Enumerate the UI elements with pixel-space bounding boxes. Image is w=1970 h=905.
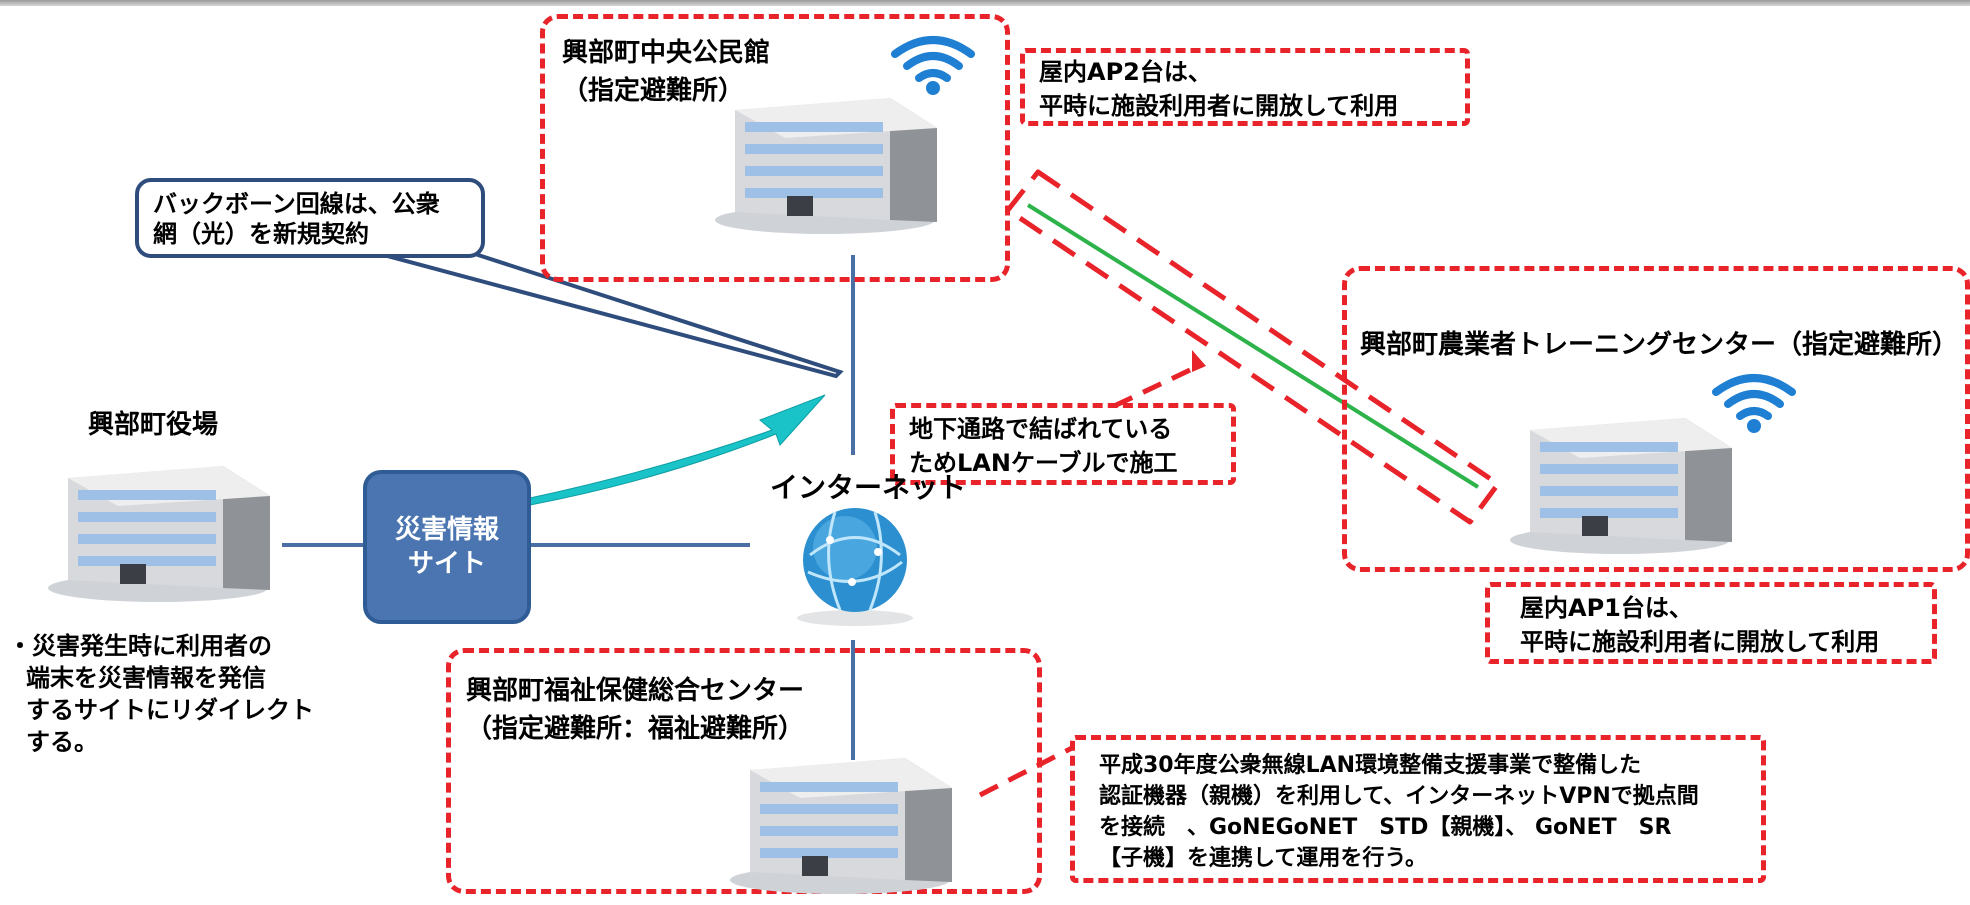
training-center-ap-note: 屋内AP1台は、 平時に施設利用者に開放して利用 [1485, 582, 1937, 664]
welfare-center-title: 興部町福祉保健総合センター （指定避難所：福祉避難所） [466, 672, 804, 748]
central-hall-designation: （指定避難所） [562, 76, 745, 106]
building-icon [730, 758, 952, 894]
training-center-name: 興部町農業者トレーニングセンター（指定避難所） [1360, 330, 1959, 360]
disaster-site-line2: サイト [407, 549, 486, 579]
lan-note-line2: ためLANケーブルで施工 [909, 449, 1178, 477]
central-hall-ap-line2: 平時に施設利用者に開放して利用 [1039, 92, 1399, 120]
training-center-ap-line1: 屋内AP1台は、 [1520, 594, 1693, 622]
top-bar [0, 0, 1970, 6]
description-line4: する。 [26, 728, 98, 756]
description-line3: するサイトにリダイレクト [26, 696, 314, 724]
lan-note-pointer [1108, 367, 1192, 411]
vpn-note-line3: を接続 、GoNEGoNET STD【親機】、 GoNET SR [1099, 815, 1672, 840]
backbone-line1: バックボーン回線は、公衆 [153, 190, 440, 218]
central-hall-title: 興部町中央公民館 （指定避難所） [562, 34, 770, 110]
building-icon [48, 466, 270, 602]
welfare-center-designation: （指定避難所：福祉避難所） [466, 714, 805, 744]
training-center-box [1342, 266, 1970, 572]
training-center-ap-line2: 平時に施設利用者に開放して利用 [1520, 628, 1880, 656]
vpn-note: 平成30年度公衆無線LAN環境整備支援事業で整備した 認証機器（親機）を利用して… [1070, 735, 1766, 883]
internet-label: インターネット [770, 471, 967, 504]
lan-note-line1: 地下通路で結ばれている [909, 415, 1173, 443]
building-icon [715, 98, 937, 234]
welfare-center-box [446, 648, 1042, 894]
description-line1: ・災害発生時に利用者の [8, 632, 272, 660]
central-hall-box [540, 14, 1010, 282]
central-hall-name: 興部町中央公民館 [562, 38, 771, 68]
welfare-center-name: 興部町福祉保健総合センター [466, 676, 805, 706]
backbone-callout: バックボーン回線は、公衆 網（光）を新規契約 [135, 178, 485, 258]
disaster-info-site: 災害情報 サイト [363, 470, 531, 624]
redirect-description: ・災害発生時に利用者の 端末を災害情報を発信 するサイトにリダイレクト する。 [8, 630, 348, 758]
wifi-icon [1712, 374, 1796, 433]
building-icon [1510, 418, 1732, 554]
disaster-site-line1: 災害情報 [394, 515, 499, 545]
central-hall-ap-line1: 屋内AP2台は、 [1039, 58, 1212, 86]
wifi-icon [891, 36, 975, 95]
description-line2: 端末を災害情報を発信 [26, 664, 266, 692]
vpn-note-line1: 平成30年度公衆無線LAN環境整備支援事業で整備した [1099, 753, 1642, 778]
redirect-arrow [529, 394, 826, 506]
lan-note-pointer-head [1192, 350, 1206, 372]
central-hall-ap-note: 屋内AP2台は、 平時に施設利用者に開放して利用 [1020, 48, 1470, 126]
globe-icon [797, 508, 913, 626]
lan-cable-note: 地下通路で結ばれている ためLANケーブルで施工 [890, 403, 1236, 485]
lan-cable-line [1026, 203, 1480, 489]
town-office-name: 興部町役場 [88, 410, 219, 440]
vpn-note-line2: 認証機器（親機）を利用して、インターネットVPNで拠点間 [1099, 784, 1699, 809]
backbone-line2: 網（光）を新規契約 [153, 220, 369, 248]
vpn-note-pointer [978, 745, 1074, 798]
vpn-note-line4: 【子機】を連携して運用を行う。 [1099, 846, 1428, 871]
